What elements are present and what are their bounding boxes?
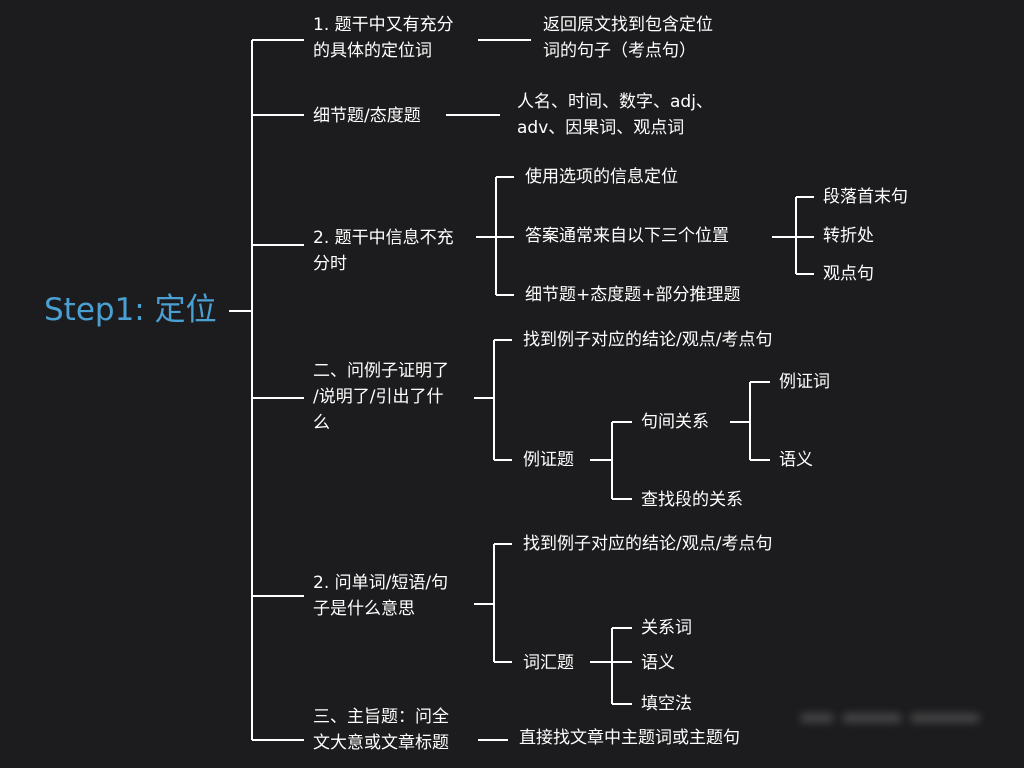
position-turning-point: 转折处 <box>823 226 874 246</box>
branch-6-child-topic-sentence: 直接找文章中主题词或主题句 <box>519 728 740 748</box>
branch-3-child-positions: 答案通常来自以下三个位置 <box>525 226 729 246</box>
position-first-last-sentence: 段落首末句 <box>823 187 908 207</box>
branch-1-node: 1. 题干中又有充分 的具体的定位词 <box>313 15 454 61</box>
branch-4-child-find-conclusion: 找到例子对应的结论/观点/考点句 <box>523 330 773 350</box>
branch-3-node: 2. 题干中信息不充 分时 <box>313 228 454 274</box>
branch-5-node: 2. 问单词/短语/句 子是什么意思 <box>313 573 449 619</box>
vocab-relation-words: 关系词 <box>641 618 692 638</box>
example-sentence-relation: 句间关系 <box>641 412 709 432</box>
example-paragraph-relation: 查找段的关系 <box>641 490 743 510</box>
position-opinion-sentence: 观点句 <box>823 264 874 284</box>
branch-2-node: 细节题/态度题 <box>313 106 421 126</box>
branch-5-child-vocab-question: 词汇题 <box>523 653 574 673</box>
root-node: Step1: 定位 <box>44 292 217 328</box>
branch-3-child-question-types: 细节题+态度题+部分推理题 <box>525 285 741 305</box>
branch-4-child-example-question: 例证题 <box>523 450 574 470</box>
branch-6-node: 三、主旨题：问全 文大意或文章标题 <box>313 707 449 753</box>
vocab-semantics: 语义 <box>641 653 675 673</box>
relation-semantics: 语义 <box>779 450 813 470</box>
watermark-image <box>792 703 992 733</box>
branch-3-child-options: 使用选项的信息定位 <box>525 167 678 187</box>
vocab-fill-blank: 填空法 <box>641 694 692 714</box>
branch-2-child-keywords: 人名、时间、数字、adj、 adv、因果词、观点词 <box>517 92 713 138</box>
branch-5-child-find-conclusion: 找到例子对应的结论/观点/考点句 <box>523 534 773 554</box>
branch-1-child-locate-sentence: 返回原文找到包含定位 词的句子（考点句） <box>543 15 713 61</box>
relation-example-words: 例证词 <box>779 372 830 392</box>
branch-4-node: 二、问例子证明了 /说明了/引出了什 么 <box>313 361 449 433</box>
